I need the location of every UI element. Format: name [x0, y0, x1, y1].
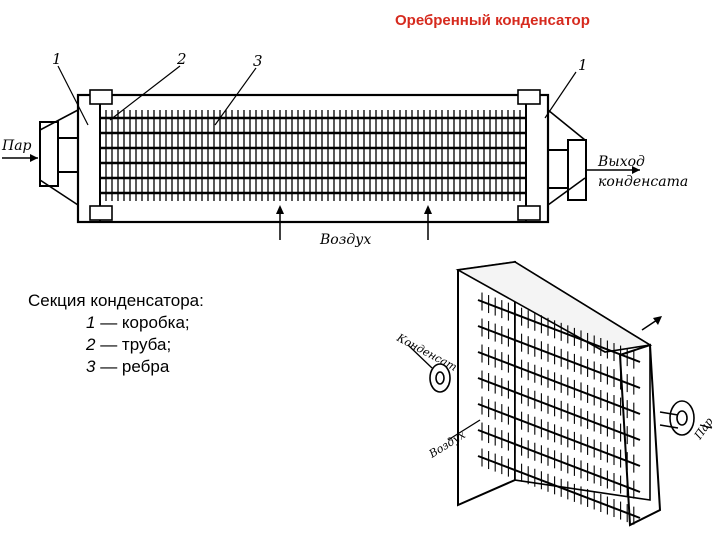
legend: Секция конденсатора: 1 — коробка; 2 — тр…: [28, 290, 204, 378]
iso-steam-arrow: [699, 424, 713, 429]
iso-tube: [477, 351, 641, 415]
steam-in-arrowhead: [30, 154, 38, 162]
condenser-isometric-drawing: [429, 260, 695, 527]
steam-in-label: Пар: [1, 138, 32, 154]
iso-tube: [477, 455, 641, 519]
outlet-arrowhead: [632, 166, 640, 174]
iso-air-label: Воздух: [426, 428, 469, 461]
legend-item: 3 — ребра: [86, 357, 170, 376]
callout-2: 2: [176, 50, 187, 68]
callout-1-right: 1: [578, 56, 588, 74]
callout-1-left: 1: [52, 50, 62, 68]
legend-item: 2 — труба;: [86, 335, 172, 354]
air-arrowhead-left: [276, 205, 284, 214]
legend-heading: Секция конденсатора:: [28, 291, 204, 310]
air-label: Воздух: [319, 232, 371, 248]
callout-leaders: [57, 65, 577, 126]
callout-3: 3: [253, 52, 263, 70]
iso-tube: [477, 429, 641, 493]
iso-tube: [477, 377, 641, 441]
iso-steam-label: Пар: [691, 415, 716, 442]
iso-tube: [477, 325, 641, 389]
page-title: Оребренный конденсатор: [395, 12, 590, 29]
iso-condensate-label: Конденсат: [394, 331, 459, 374]
air-arrowhead-right: [424, 205, 432, 214]
iso-tube: [477, 299, 641, 363]
outlet-label-line2: конденсата: [598, 174, 688, 190]
iso-tube: [477, 403, 641, 467]
iso-air-in-arrow: [447, 419, 481, 441]
legend-item: 1 — коробка;: [86, 313, 190, 332]
outlet-label-line1: Выход: [597, 154, 645, 170]
condenser-section-drawing: [39, 89, 587, 224]
iso-condensate-arrow: [407, 344, 433, 369]
iso-air-out-arrowhead: [653, 316, 662, 325]
